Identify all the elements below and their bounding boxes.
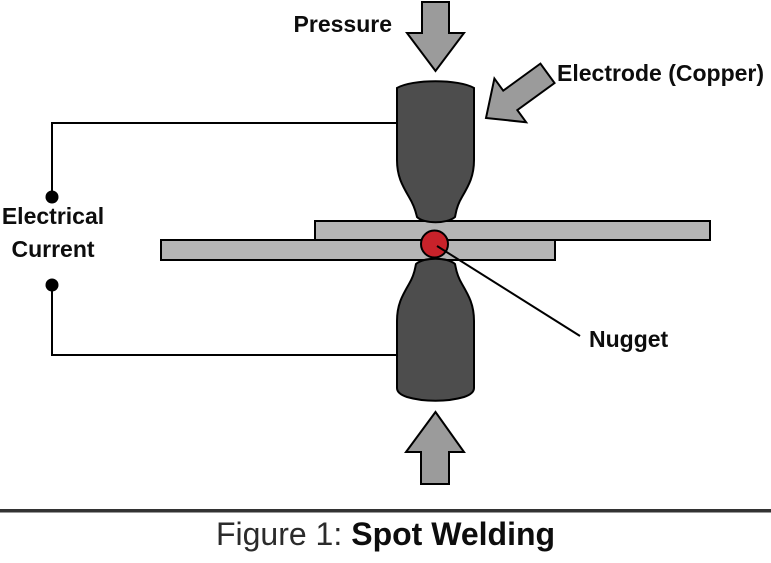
- pressure-label: Pressure: [293, 11, 392, 37]
- pressure-down-arrow-icon: [405, 1, 466, 73]
- electrical-current-label: Electrical Current: [0, 200, 109, 266]
- nugget-leader-line: [436, 245, 581, 337]
- circuit-wire-top: [51, 122, 396, 197]
- circuit-node-top: [45, 190, 59, 204]
- circuit-wire-bottom: [51, 285, 396, 356]
- weld-nugget: [420, 229, 449, 259]
- upper-sheet: [314, 220, 711, 241]
- electrical-current-label-line1: Electrical: [1, 203, 105, 229]
- figure-caption-prefix: Figure 1:: [215, 516, 343, 552]
- lower-sheet: [160, 239, 556, 261]
- circuit-node-bottom: [45, 278, 59, 292]
- figure-caption-title: Spot Welding: [351, 516, 556, 552]
- figure-caption: Figure 1:Spot Welding: [0, 516, 771, 553]
- electrode-label: Electrode (Copper): [557, 60, 765, 86]
- lower-electrode: [396, 257, 475, 402]
- caption-divider: [0, 509, 771, 513]
- electrode-pointer-arrow-icon: [484, 62, 556, 124]
- nugget-label: Nugget: [589, 326, 669, 352]
- upper-electrode: [396, 80, 475, 224]
- pressure-up-arrow-icon: [404, 410, 466, 485]
- electrical-current-label-line2: Current: [11, 236, 95, 262]
